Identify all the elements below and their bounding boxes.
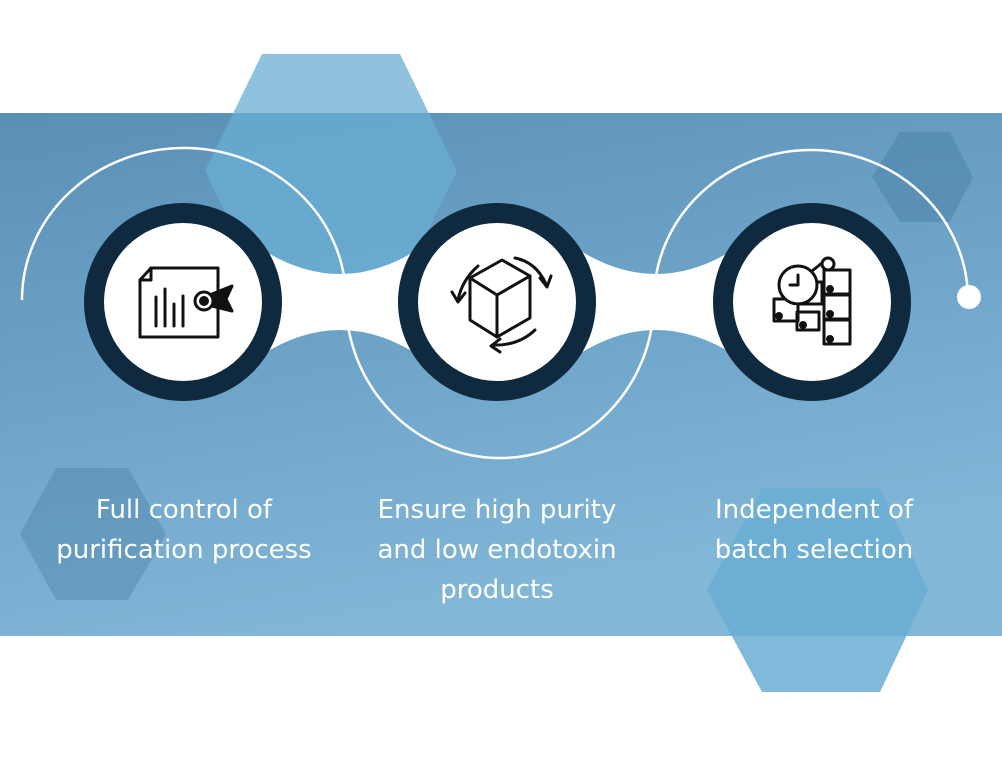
step-1-caption: Full control of purification process (34, 490, 334, 570)
step-1-caption-line-1: Full control of (95, 495, 273, 525)
arc-right (652, 148, 970, 301)
step-2-caption-line-2: and low endotoxin (377, 535, 617, 565)
hexagon-bottom-left (20, 468, 166, 600)
node-2 (398, 203, 596, 401)
certificate-document-icon (138, 266, 234, 339)
arc-middle (344, 299, 656, 460)
step-1-caption-line-2: purification process (56, 535, 312, 565)
hexagon-small-right (872, 132, 973, 222)
step-3-caption: Independent of batch selection (664, 490, 964, 570)
cube-cycle-icon (450, 256, 553, 354)
step-3-caption-line-1: Independent of (714, 495, 914, 525)
hexagon-bottom-right (707, 488, 928, 692)
batch-inspection-icon (772, 256, 852, 346)
step-2-caption: Ensure high purity and low endotoxin pro… (347, 490, 647, 610)
connector-left (260, 248, 420, 356)
step-2-caption-line-1: Ensure high purity (377, 495, 617, 525)
arc-left (20, 146, 348, 301)
connector-right (576, 248, 736, 356)
node-3 (713, 203, 911, 401)
node-1 (84, 203, 282, 401)
hexagon-top (205, 54, 457, 288)
step-3-caption-line-2: batch selection (714, 535, 914, 565)
step-2-caption-line-3: products (440, 575, 554, 605)
arc-end-dot (957, 285, 981, 309)
